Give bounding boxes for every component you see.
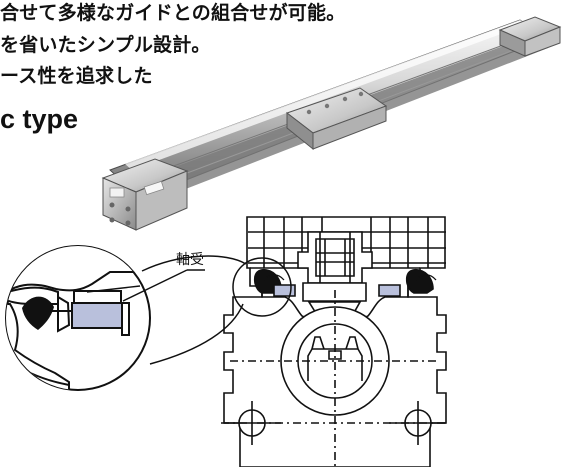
bearing-label: 軸受: [176, 252, 204, 268]
linear-actuator-product-image: [101, 16, 562, 231]
section-detail-connector: [141, 255, 292, 365]
type-heading: c type: [0, 104, 79, 134]
description-line-1: 合せて多様なガイドとの組合せが可能。: [0, 2, 346, 24]
bearing-detail-circle: 軸受: [5, 245, 205, 391]
cross-section-drawing: [221, 216, 449, 467]
description-line-2: を省いたシンプル設計。: [0, 34, 211, 56]
description-line-3: ース性を追求した: [0, 65, 153, 87]
